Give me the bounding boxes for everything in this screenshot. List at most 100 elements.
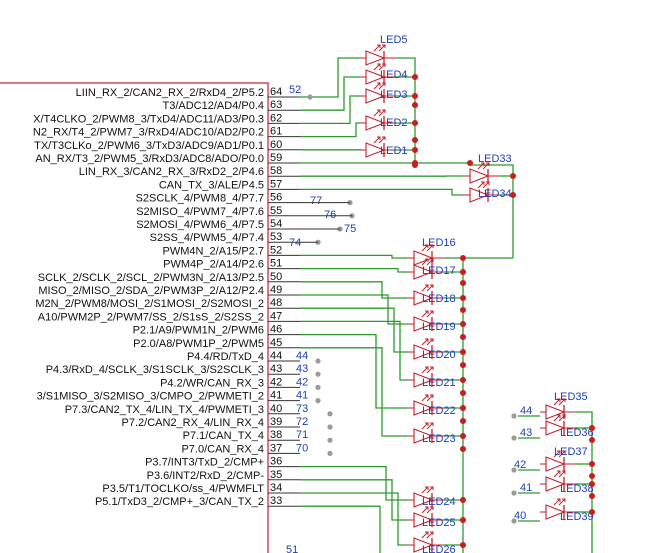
pin-function-label: P4.3/RxD_4/SCLK_3/S1SCLK_3/S2SCLK_3 xyxy=(46,364,264,376)
light-arrowhead xyxy=(430,284,434,288)
pin-function-label: S2MISO_4/PWM7_4/P7.6 xyxy=(136,206,264,218)
led-triangle xyxy=(413,512,434,528)
light-arrow xyxy=(553,414,561,422)
pin-function-label: P7.3/CAN2_TX_4/LIN_TX_4/PWMETI_3 xyxy=(65,404,264,416)
pin-function-label: P2.1/A9/PWM1N_2/PWM6 xyxy=(133,325,264,337)
net-label: 75 xyxy=(344,223,356,235)
light-arrowhead xyxy=(486,162,490,166)
light-arrow xyxy=(378,109,386,117)
led-label: LED39 xyxy=(560,511,594,523)
pin-number: 50 xyxy=(270,271,282,283)
no-connect-dot xyxy=(315,398,321,404)
led-label: LED37 xyxy=(554,446,588,458)
light-arrow xyxy=(421,506,429,514)
light-arrow xyxy=(421,258,429,266)
led-triangle xyxy=(365,142,386,158)
light-arrow xyxy=(426,366,434,374)
pin-number: 36 xyxy=(270,456,282,468)
led-led18: LED18 xyxy=(408,284,456,306)
no-connect-dot xyxy=(511,413,517,419)
light-arrow xyxy=(378,44,386,52)
junction-dot xyxy=(460,517,466,523)
light-arrow xyxy=(426,486,434,494)
led-triangle xyxy=(545,456,566,472)
pin-function-label: AN_RX/T3_2/PWM5_3/RxD3/ADC8/ADO/P0.0 xyxy=(35,153,264,165)
pin-function-label: X/T4CLKO_2/PWM8_3/TxD4/ADC11/AD3/P0.3 xyxy=(33,113,264,125)
junction-dot xyxy=(510,173,516,179)
pin-number: 45 xyxy=(270,337,282,349)
pin-number: 35 xyxy=(270,469,282,481)
light-arrow xyxy=(421,310,429,318)
light-arrow xyxy=(426,422,434,430)
pin-function-label: S2MOSI_4/PWM6_4/P7.5 xyxy=(136,219,264,231)
no-connect-dot xyxy=(511,490,517,496)
led-label: LED2 xyxy=(380,117,408,129)
light-arrow xyxy=(553,498,561,506)
junction-dot xyxy=(412,147,418,153)
junction-dot xyxy=(460,295,466,301)
junction-dot xyxy=(460,497,466,503)
light-arrow xyxy=(553,450,561,458)
light-arrowhead xyxy=(430,244,434,248)
light-arrow xyxy=(378,82,386,90)
light-arrow xyxy=(421,422,429,430)
pin-function-label: CAN_TX_3/ALE/P4.5 xyxy=(159,179,264,191)
junction-dot xyxy=(460,280,466,286)
pin-function-label: SCLK_2/SCLK_2/SCL_2/PWM3N_2/A13/P2.5 xyxy=(38,272,264,284)
light-arrowhead xyxy=(425,506,429,510)
led-triangle xyxy=(545,420,566,436)
led-label: LED25 xyxy=(422,517,456,529)
light-arrow xyxy=(421,366,429,374)
wire xyxy=(300,95,360,125)
wire xyxy=(300,465,408,501)
light-arrow xyxy=(373,109,381,117)
pin-number: 54 xyxy=(270,218,282,230)
wires-layer xyxy=(300,57,593,553)
pin-number: 63 xyxy=(270,99,282,111)
no-connect-dot xyxy=(307,94,313,100)
net-label: 43 xyxy=(520,427,532,439)
led-triangle xyxy=(413,264,434,280)
net-label: 73 xyxy=(296,403,308,415)
light-arrow xyxy=(373,136,381,144)
led-led1: LED1 xyxy=(360,136,408,158)
junction-dot xyxy=(460,255,466,261)
light-arrowhead xyxy=(425,422,429,426)
junction-dot xyxy=(412,120,418,126)
junction-dot xyxy=(460,321,466,327)
light-arrow xyxy=(421,486,429,494)
light-arrowhead xyxy=(430,338,434,342)
led-led23: LED23 xyxy=(408,422,456,445)
junction-dot xyxy=(412,74,418,80)
pin-number: 57 xyxy=(270,178,282,190)
led-label: LED17 xyxy=(422,265,456,277)
net-label: 77 xyxy=(310,195,322,207)
led-triangle xyxy=(469,168,490,184)
light-arrowhead xyxy=(425,486,429,490)
light-arrow xyxy=(558,498,566,506)
junction-dot xyxy=(460,269,466,275)
pin-number: 55 xyxy=(270,205,282,217)
pin-number: 60 xyxy=(270,139,282,151)
light-arrow xyxy=(477,181,485,189)
pin-function-label: A10/PWM2P_2/PWM7/SS_2/S1sS_2/S2SS_2 xyxy=(38,311,264,323)
junction-dot xyxy=(460,542,466,548)
led-label: LED5 xyxy=(380,34,408,46)
pin-function-label: P2.0/A8/PWM1P_2/PWM5 xyxy=(133,338,264,350)
net-label: 41 xyxy=(520,482,532,494)
light-arrowhead xyxy=(562,498,566,502)
junction-dot xyxy=(412,93,418,99)
net-label: 43 xyxy=(296,363,308,375)
pin-function-label: N2_RX/T4_2/PWM7_3/RxD4/ADC10/AD2/P0.2 xyxy=(33,127,264,139)
led-led37: LED37 xyxy=(540,446,588,472)
junction-dot xyxy=(510,192,516,198)
led-label: LED36 xyxy=(560,427,594,439)
junction-dot xyxy=(460,405,466,411)
led-triangle xyxy=(413,290,434,306)
net-label: 42 xyxy=(514,459,526,471)
net-label: 71 xyxy=(296,429,308,441)
light-arrow xyxy=(426,531,434,539)
wire xyxy=(300,333,408,409)
net-label: 72 xyxy=(296,416,308,428)
